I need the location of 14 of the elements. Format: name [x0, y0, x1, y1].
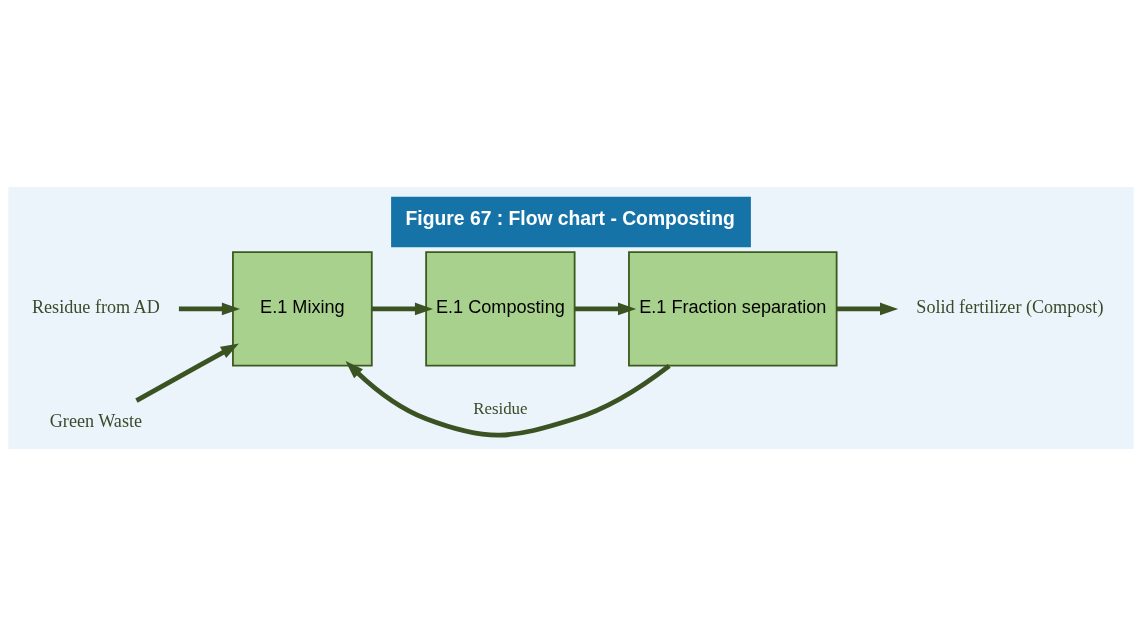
node-box: E.1 Composting: [425, 250, 576, 367]
edge-label: Residue: [473, 398, 528, 418]
node-text: Solid fertilizer (Compost): [916, 296, 1104, 317]
arrow: [135, 343, 239, 403]
arrow: [178, 302, 241, 315]
node-box: E.1 Mixing: [232, 250, 373, 367]
node-text: Green Waste: [49, 410, 143, 431]
node-text: Residue from AD: [32, 296, 160, 317]
arrow: [836, 302, 899, 315]
diagram-title: Figure 67 : Flow chart - Composting: [405, 207, 735, 229]
arrow: [372, 302, 434, 315]
node-box: E.1 Fraction separation: [628, 250, 838, 367]
arrow: [345, 360, 671, 437]
arrow: [574, 302, 637, 315]
